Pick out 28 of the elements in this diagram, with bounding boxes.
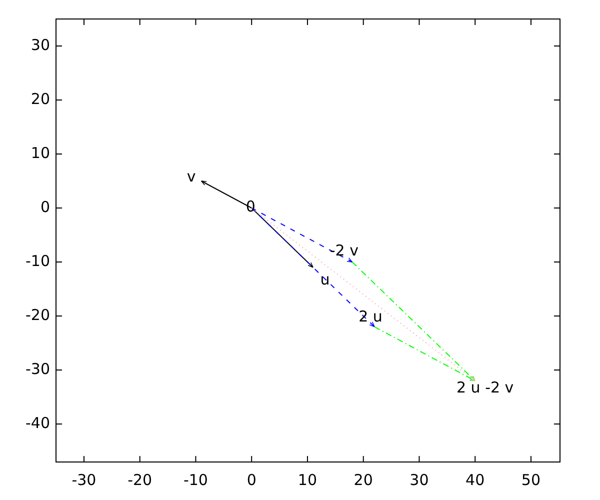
tick-label: -40 xyxy=(26,415,50,432)
tick-label: 30 xyxy=(30,37,50,54)
tick-label: -10 xyxy=(183,472,208,489)
vector-arrow xyxy=(251,208,376,328)
vector-arrow xyxy=(374,326,476,382)
tick-label: -20 xyxy=(26,307,50,324)
tick-label: 0 xyxy=(246,472,256,489)
vector-label: v xyxy=(186,168,196,186)
tick-label: 10 xyxy=(298,472,318,489)
vector-label: 2 u -2 v xyxy=(456,379,514,396)
vector-arrow xyxy=(251,208,476,382)
tick-label: 30 xyxy=(410,472,429,489)
tick-label: 0 xyxy=(40,199,50,216)
tick-label: 40 xyxy=(466,472,485,489)
vector-label: 2 u xyxy=(358,308,382,326)
tick-label: 20 xyxy=(354,472,373,489)
tick-label: 10 xyxy=(30,145,50,162)
vector-arrow xyxy=(352,262,476,382)
vector-label: -2 v xyxy=(330,242,358,260)
tick-label: -20 xyxy=(128,472,152,489)
tick-label: 20 xyxy=(30,91,50,108)
vector-arrow xyxy=(251,208,353,262)
tick-label: -30 xyxy=(26,361,50,378)
tick-label: 50 xyxy=(521,472,541,489)
vector-arrow xyxy=(200,180,252,208)
vector-label: u xyxy=(320,272,330,289)
tick-label: -30 xyxy=(72,472,96,489)
tick-label: -10 xyxy=(26,253,50,270)
